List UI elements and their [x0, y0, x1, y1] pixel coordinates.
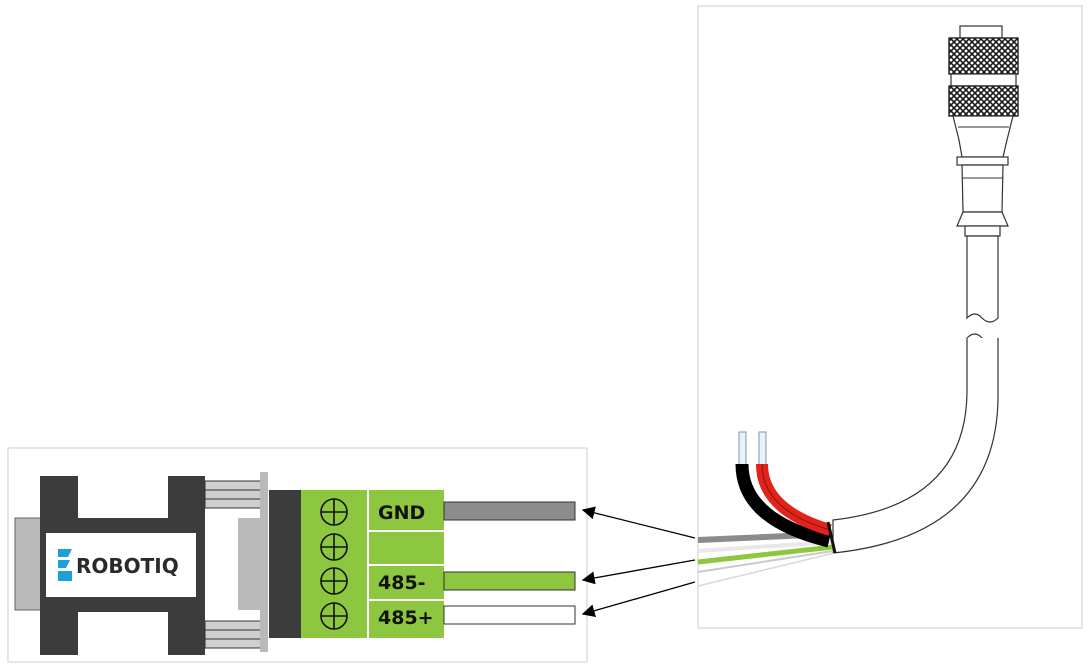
connection-arrows	[581, 506, 696, 618]
adapter-panel: ROBOTIQ GND	[7, 447, 588, 663]
screw-bottom	[204, 620, 262, 649]
terminal-label-485-plus: 485+	[378, 607, 434, 629]
m12-connector	[948, 25, 1019, 323]
inner-wires	[735, 431, 837, 554]
terminal-label-gnd: GND	[378, 502, 425, 524]
inner-wire-red	[756, 463, 832, 536]
wire-485-minus	[443, 571, 576, 591]
arrow-gnd	[581, 506, 696, 539]
screw-top	[204, 480, 262, 509]
inner-wire-black	[735, 463, 831, 548]
knurled-nut-icon	[948, 85, 1019, 117]
terminal-screws	[320, 498, 348, 630]
wire-485-plus	[443, 605, 576, 625]
knurled-nut-icon	[948, 37, 1019, 75]
robotiq-logo: ROBOTIQ	[46, 533, 196, 597]
logo-mark-icon	[58, 549, 72, 557]
arrow-485-minus	[581, 559, 696, 585]
terminal-label-485-minus: 485-	[378, 572, 426, 594]
cable-panel	[697, 5, 1083, 629]
terminal-block: GND 485- 485+	[301, 490, 444, 638]
wire-gnd	[443, 501, 576, 521]
brand-text: ROBOTIQ	[76, 554, 179, 578]
arrow-485-plus	[581, 581, 696, 618]
